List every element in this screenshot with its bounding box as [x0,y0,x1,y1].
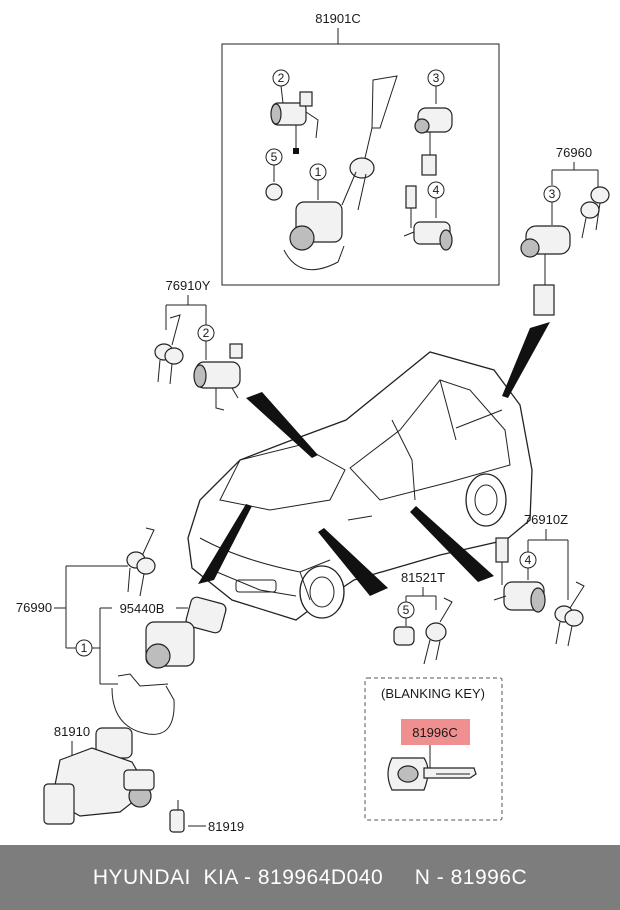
footer-part-number-text: HYUNDAI KIA - 819964D040 N - 81996C [92,865,528,889]
blanking-key [387,757,477,791]
label-81996c-highlight [401,719,470,745]
steering-lock-body [43,727,155,825]
svg-text:2: 2 [203,326,210,340]
lock-cylinder-small: 2 [270,69,319,154]
leader-wedge-front-door [246,392,318,458]
parts-diagram: 81901C 2 3 5 1 [16,11,610,834]
label-76910z: 76910Z [524,512,568,527]
assembly-box [221,43,500,286]
svg-text:2: 2 [278,71,285,85]
leader-wedge-hood [318,528,388,596]
door-lock-cylinder-left: 2 [193,324,243,411]
svg-text:5: 5 [403,603,410,617]
key-pair-left [126,527,156,597]
footer-bar: HYUNDAI KIA - 819964D040 N - 81996C [0,845,620,910]
svg-text:4: 4 [433,183,440,197]
svg-text:3: 3 [433,71,440,85]
leader-wedge-slide-door [410,506,494,582]
svg-text:1: 1 [81,641,88,655]
label-81901c: 81901C [315,11,361,26]
door-lock-cylinder-right: 3 [520,185,571,316]
key-pair-right-mid [554,581,585,647]
key-mid [423,597,453,665]
leader-wedge-rear-door-right [502,322,550,398]
label-95440b: 95440B [120,601,165,616]
leader-wedge-ignition [198,504,252,584]
ignition-lock-box: 1 [283,163,345,271]
svg-text:3: 3 [549,187,556,201]
door-lock-cylinder-box: 3 [414,69,453,176]
key-in-box [341,75,398,211]
cap-mid: 5 [393,601,415,646]
cap-box: 5 [265,148,283,201]
label-76960: 76960 [556,145,592,160]
svg-text:4: 4 [525,553,532,567]
label-76990: 76990 [16,600,52,615]
tailgate-cylinder-box: 4 [403,181,453,251]
blanking-key-box [364,677,503,821]
svg-text:1: 1 [315,165,322,179]
key-pair-left-top [154,314,184,385]
key-pair-right [580,186,610,239]
ignition-housing [111,596,227,735]
label-81996c: 81996C [412,725,458,740]
label-81910: 81910 [54,724,90,739]
label-81919: 81919 [208,819,244,834]
blanking-key-title: (BLANKING KEY) [381,686,485,701]
label-76910y: 76910Y [166,278,211,293]
ignition-switch [169,800,185,833]
vehicle-illustration [187,351,533,621]
label-81521t: 81521T [401,570,445,585]
tailgate-cylinder-right: 4 [493,537,546,613]
svg-text:5: 5 [271,150,278,164]
